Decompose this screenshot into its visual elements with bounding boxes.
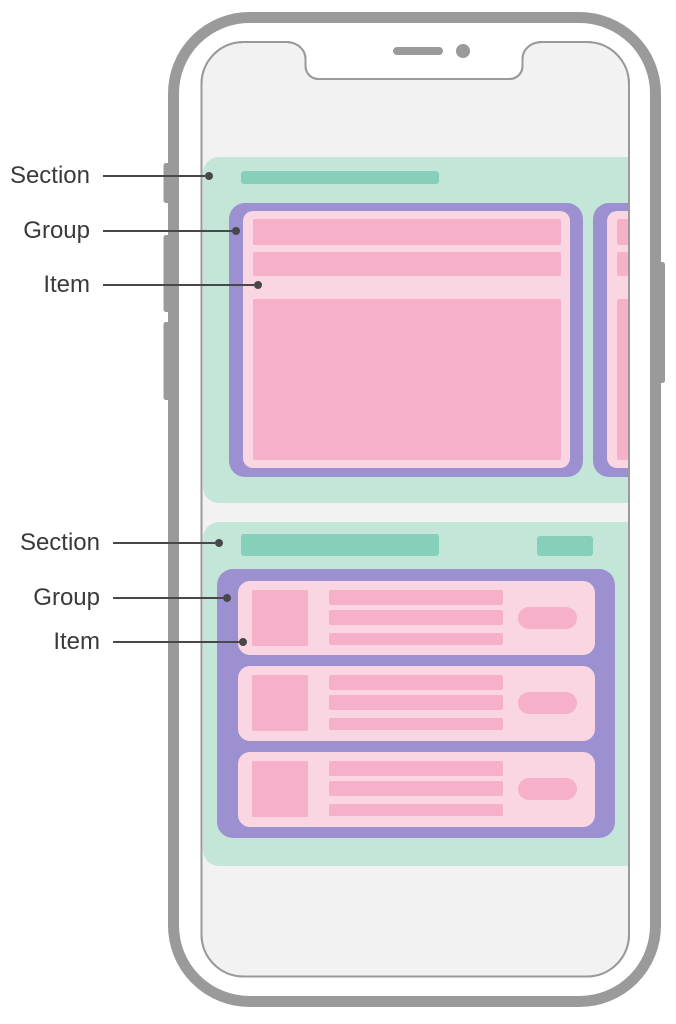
text-line-placeholder: [329, 781, 503, 796]
callout-label: Section: [19, 529, 100, 556]
item-placeholder: [617, 299, 628, 460]
callout-section-bottom: Section: [0, 529, 223, 557]
section-2-title-placeholder: [241, 534, 439, 556]
list-item: [238, 666, 595, 741]
section-2: [203, 522, 628, 866]
callout-group-top: Group: [0, 217, 240, 245]
text-line-placeholder: [329, 633, 503, 645]
item-card: [607, 211, 628, 468]
callout-item-bottom: Item: [0, 628, 247, 656]
action-button-placeholder: [518, 778, 577, 800]
item-placeholder: [253, 252, 561, 276]
callout-dot: [223, 594, 231, 602]
section-2-action-placeholder: [537, 536, 593, 556]
list-item: [238, 752, 595, 827]
thumbnail-placeholder: [252, 761, 308, 817]
section-1-title-placeholder: [241, 171, 439, 184]
item-placeholder: [253, 299, 561, 460]
callout-line: [113, 597, 223, 599]
callout-dot: [205, 172, 213, 180]
text-line-placeholder: [329, 610, 503, 625]
text-line-placeholder: [329, 718, 503, 730]
callout-label: Group: [33, 584, 100, 611]
text-line-placeholder: [329, 804, 503, 816]
section-1-group-1: [229, 203, 583, 477]
callout-dot: [239, 638, 247, 646]
callout-line: [113, 641, 239, 643]
callout-section-top: Section: [0, 162, 213, 190]
callout-item-top: Item: [0, 271, 262, 299]
text-line-placeholder: [329, 695, 503, 710]
thumbnail-placeholder: [252, 675, 308, 731]
section-1-group-2: [593, 203, 628, 477]
text-line-placeholder: [329, 675, 503, 690]
item-placeholder: [617, 219, 628, 245]
callout-dot: [215, 539, 223, 547]
section-2-group: [217, 569, 615, 838]
callout-line: [103, 284, 254, 286]
callout-dot: [254, 281, 262, 289]
callout-label: Section: [9, 162, 90, 189]
action-button-placeholder: [518, 607, 577, 629]
callout-line: [103, 230, 232, 232]
text-line-placeholder: [329, 761, 503, 776]
screen-content: [203, 43, 628, 975]
item-placeholder: [253, 219, 561, 245]
item-placeholder: [617, 252, 628, 276]
callout-line: [113, 542, 215, 544]
callout-label: Group: [23, 217, 90, 244]
action-button-placeholder: [518, 692, 577, 714]
list-item: [238, 581, 595, 655]
callout-dot: [232, 227, 240, 235]
callout-label: Item: [53, 628, 100, 655]
thumbnail-placeholder: [252, 590, 308, 646]
callout-line: [103, 175, 205, 177]
callout-group-bottom: Group: [0, 584, 231, 612]
text-line-placeholder: [329, 590, 503, 605]
callout-label: Item: [43, 271, 90, 298]
item-card: [243, 211, 570, 468]
section-1: [203, 157, 628, 503]
